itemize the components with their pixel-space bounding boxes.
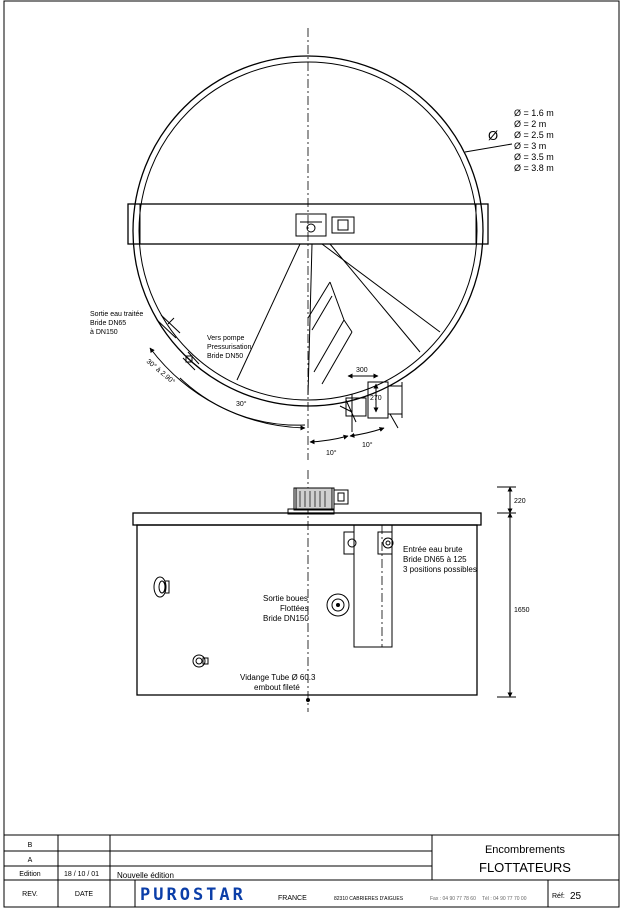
motor: [287, 487, 349, 515]
brand-tel: Tél : 04 90 77 70 00: [482, 896, 527, 902]
left-nozzle-upper: [153, 576, 170, 598]
dim-220-label: 220: [514, 498, 526, 505]
title-line-2: FLOTTATEURS: [479, 860, 571, 875]
inlet-duct: [307, 281, 353, 385]
revision-b: B: [28, 842, 33, 849]
revision-edition: Edition: [19, 871, 41, 878]
treated-water-outlet-label: Sortie eau traitée Bride DN65 à DN150: [90, 311, 145, 336]
left-nozzle-lower: [192, 654, 209, 668]
motor-block: [331, 216, 355, 234]
tank-body: [136, 524, 478, 696]
bridge-beam: [127, 203, 489, 245]
sludge-outlet: [326, 593, 350, 617]
side-view: 220 1650 Entrée eau brute Bride DN65 à 1…: [132, 470, 530, 712]
drive-unit: [295, 213, 327, 237]
drain-label: Vidange Tube Ø 60.3 embout fileté: [240, 673, 318, 692]
angle-arc-range: [149, 347, 306, 431]
internal-channel: [353, 524, 393, 648]
angle-arc-10b: [349, 427, 385, 438]
dim-300-label: 300: [356, 367, 368, 374]
angle-10b-label: 10°: [362, 441, 373, 449]
title-line-1: Encombrements: [485, 844, 566, 856]
reference-number: 25: [570, 891, 582, 902]
raw-water-inlet-label: Entrée eau brute Bride DN65 à 125 3 posi…: [403, 545, 477, 574]
angle-30-label: 30°: [236, 400, 247, 408]
revision-edition-date: 18 / 10 / 01: [64, 871, 99, 878]
brand-address: 82310 CABRIERES D'AIGUES: [334, 896, 404, 902]
header-date: DATE: [75, 891, 93, 898]
dim-1650-label: 1650: [514, 607, 530, 614]
angle-arc-10a: [309, 434, 349, 445]
tank-inner-circle: [138, 61, 478, 401]
top-deck: [132, 512, 482, 526]
top-view: Ø Ø = 1.6 m Ø = 2 m Ø = 2.5 m Ø = 3 m Ø …: [90, 28, 556, 460]
revision-edition-text: Nouvelle édition: [117, 871, 174, 880]
brand-country: FRANCE: [278, 895, 307, 902]
diameter-symbol: Ø: [488, 128, 498, 143]
brand-fax: Fax : 04 90 77 78 60: [430, 896, 476, 902]
revision-a: A: [28, 857, 33, 864]
inlet-flange-side: [343, 531, 394, 555]
tank-outer-circle: [132, 55, 484, 407]
brand-logo: PUROSTAR: [140, 885, 246, 905]
outlet-nozzle-left: [156, 314, 181, 339]
title-block: B A Edition 18 / 10 / 01 Nouvelle éditio…: [3, 834, 620, 908]
dim-270-label: 270: [370, 395, 382, 402]
sludge-outlet-label: Sortie boues Flottées Bride DN150: [263, 594, 311, 623]
reference-label: Réf:: [552, 893, 565, 900]
diameter-list: Ø = 1.6 m Ø = 2 m Ø = 2.5 m Ø = 3 m Ø = …: [514, 108, 556, 173]
angle-10a-label: 10°: [326, 449, 337, 457]
diameter-leader: [464, 143, 513, 153]
inlet-flange-top: [345, 381, 403, 432]
pump-label: Vers pompe Pressurisation Bride DN50: [207, 335, 253, 360]
header-rev: REV.: [22, 891, 38, 898]
drain-point: [306, 698, 310, 702]
